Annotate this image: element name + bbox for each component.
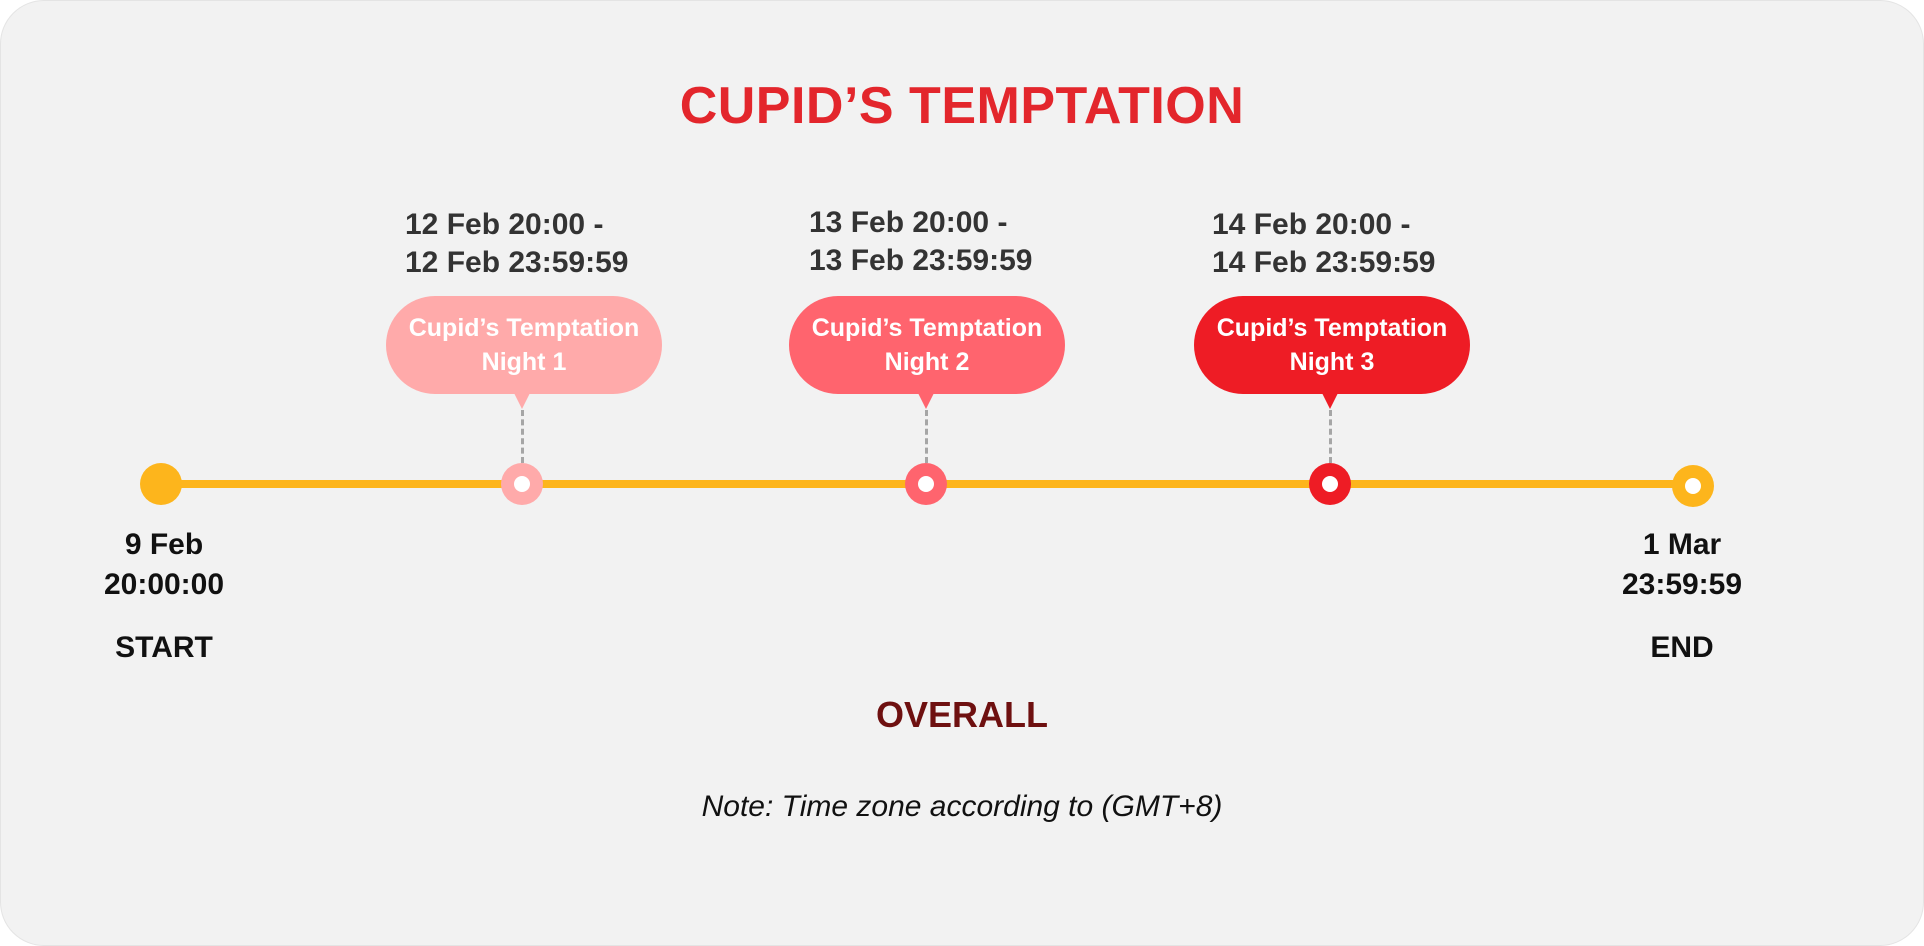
event-name: Cupid’s Temptation [811, 314, 1043, 342]
night-3-pill: Cupid’s Temptation Night 3 [1194, 296, 1470, 394]
timezone-note: Note: Time zone according to (GMT+8) [701, 790, 1223, 823]
pill-pointer [918, 393, 934, 409]
night-2-pill: Cupid’s Temptation Night 2 [789, 296, 1065, 394]
end-label: END [1650, 631, 1714, 664]
night-2-node [905, 463, 947, 505]
night-2-date-range: 13 Feb 20:00 - 13 Feb 23:59:59 [809, 204, 1032, 280]
start-label: START [115, 631, 213, 664]
night-3-node [1309, 463, 1351, 505]
range-end: 13 Feb 23:59:59 [809, 244, 1033, 277]
night-1-pill: Cupid’s Temptation Night 1 [386, 296, 662, 394]
event-night: Night 1 [481, 348, 567, 376]
range-end: 12 Feb 23:59:59 [405, 246, 629, 279]
start-date: 9 Feb [124, 528, 204, 561]
range-start: 14 Feb 20:00 - [1212, 208, 1411, 241]
event-night: Night 3 [1289, 348, 1375, 376]
end-time: 23:59:59 [1621, 568, 1743, 601]
start-time: 20:00:00 [103, 568, 225, 601]
connector-dashed-line [521, 410, 524, 463]
night-3-date-range: 14 Feb 20:00 - 14 Feb 23:59:59 [1212, 206, 1435, 282]
end-node [1672, 465, 1714, 507]
connector-dashed-line [925, 410, 928, 463]
range-end: 14 Feb 23:59:59 [1212, 246, 1436, 279]
event-night: Night 2 [884, 348, 970, 376]
pill-pointer [514, 393, 530, 409]
pill-pointer [1322, 393, 1338, 409]
end-datetime: 1 Mar 23:59:59 [1582, 525, 1782, 605]
event-name: Cupid’s Temptation [1216, 314, 1448, 342]
start-node [140, 463, 182, 505]
page-title: CUPID’S TEMPTATION [679, 77, 1245, 135]
event-name: Cupid’s Temptation [408, 314, 640, 342]
range-start: 13 Feb 20:00 - [809, 206, 1008, 239]
end-date: 1 Mar [1642, 528, 1722, 561]
overall-label: OVERALL [875, 694, 1048, 735]
range-start: 12 Feb 20:00 - [405, 208, 604, 241]
night-1-node [501, 463, 543, 505]
start-datetime: 9 Feb 20:00:00 [64, 525, 264, 605]
connector-dashed-line [1329, 410, 1332, 463]
night-1-date-range: 12 Feb 20:00 - 12 Feb 23:59:59 [405, 206, 628, 282]
